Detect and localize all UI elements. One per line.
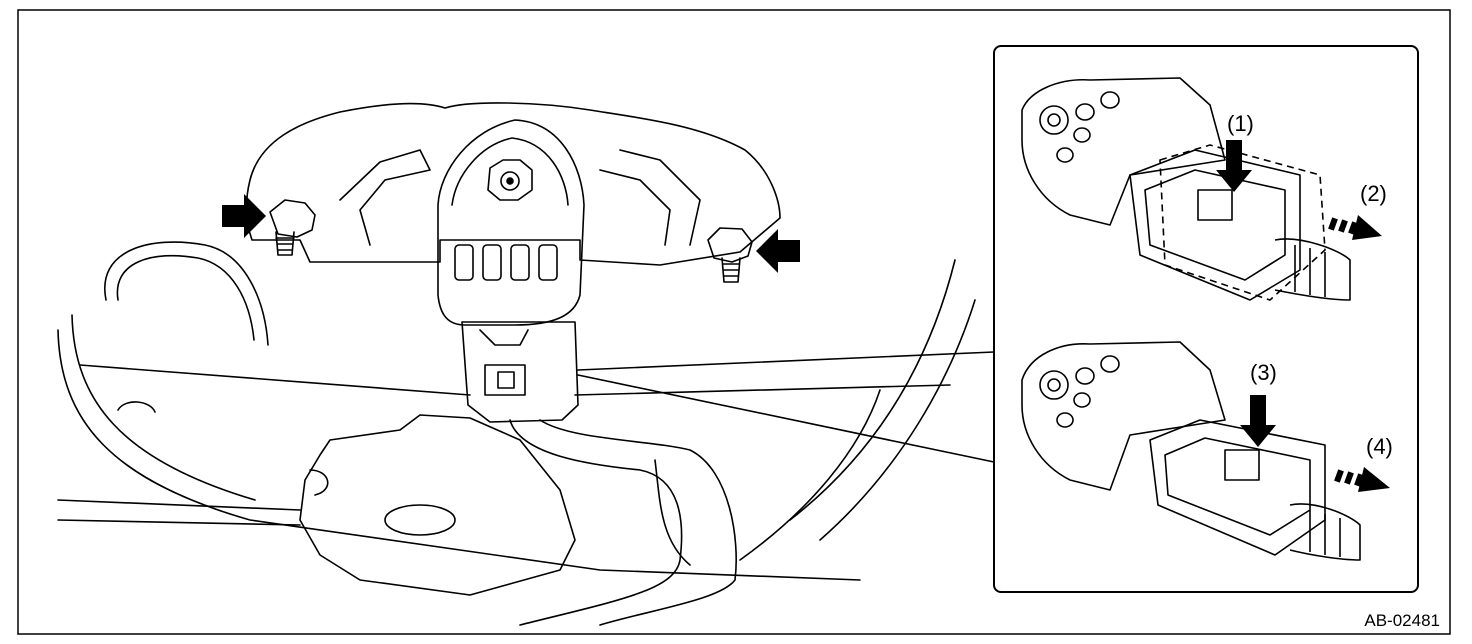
right-bolt-thread [721, 257, 741, 283]
body-line-left-arc [104, 241, 269, 346]
sensor-body [437, 119, 585, 326]
bracket-inner-rib-right [599, 149, 701, 246]
lower-bracket [299, 414, 576, 596]
arrow-left-icon [756, 229, 800, 273]
inset-bottom-hole-5 [1056, 412, 1074, 428]
main-connector-detail [479, 329, 529, 346]
inset-top-illustration [1021, 77, 1351, 301]
left-bolt-head [269, 199, 316, 238]
inset-top-sensor-housing [1021, 77, 1226, 226]
arrow-right-icon [222, 194, 266, 238]
inset-top-hole-1-inner [1047, 113, 1061, 127]
body-line-floor-2 [71, 314, 256, 501]
inset-bottom-hole-1 [1039, 370, 1069, 400]
sensor-body-inner [451, 137, 569, 206]
body-line-tunnel-1 [79, 364, 471, 396]
right-bolt-head [707, 227, 753, 263]
callout-4: (4) [1366, 434, 1393, 459]
inset-bottom-sensor-housing [1021, 341, 1226, 491]
sensor-slot-2 [482, 244, 502, 281]
center-bolt [500, 171, 520, 191]
figure-reference: AB-02481 [1364, 611, 1440, 630]
body-line-tunnel-2 [574, 384, 951, 396]
inset-bottom-hole-1-inner [1047, 378, 1061, 392]
inset-bottom-hole-4 [1073, 392, 1091, 408]
inset-top-latch [1197, 189, 1233, 221]
leader-line-bottom [577, 374, 995, 463]
inset-top-hole-1 [1039, 105, 1069, 135]
center-nut [487, 159, 533, 201]
inset-bottom-latch [1224, 449, 1260, 481]
body-hole-left [117, 401, 156, 413]
arrow-down-icon [1216, 140, 1252, 192]
leader-line-top [577, 351, 995, 371]
body-line-right-3 [739, 389, 881, 561]
inset-top-hole-2 [1075, 103, 1095, 121]
callout-1: (1) [1227, 111, 1254, 136]
inset-bottom-illustration [1021, 341, 1361, 561]
callout-2: (2) [1360, 181, 1387, 206]
inset-top-dashed-outline [1159, 144, 1326, 301]
lower-bracket-hole [384, 504, 456, 536]
body-line-floor-1 [57, 329, 861, 581]
body-line-left-arc-inner [116, 254, 255, 341]
inset-top-hole-3 [1100, 91, 1120, 109]
callout-3: (3) [1250, 360, 1277, 385]
inset-frame [993, 45, 1419, 593]
main-view [57, 102, 995, 626]
center-bolt-core [506, 177, 514, 185]
wire-harness-2 [539, 419, 737, 626]
inset-bottom-hole-3 [1100, 355, 1120, 373]
inset-bottom-hole-2 [1075, 367, 1095, 385]
sensor-bracket [245, 102, 781, 266]
outer-frame [17, 9, 1451, 635]
main-connector-tab [497, 371, 515, 389]
sensor-slot-3 [510, 244, 530, 281]
bracket-inner-rib-left [339, 149, 431, 246]
sensor-slot-4 [538, 244, 558, 281]
arrow-down-icon [1240, 395, 1276, 447]
body-line-right-1 [789, 259, 956, 521]
main-connector [461, 321, 579, 423]
dashed-arrow-right-icon [1328, 215, 1382, 240]
inset-top-hole-5 [1056, 147, 1074, 163]
body-line-right-2 [819, 299, 976, 541]
lower-bracket-edge [309, 469, 329, 496]
wire-harness-1 [509, 419, 683, 626]
left-bolt-thread [275, 231, 295, 256]
main-connector-latch [484, 364, 526, 396]
inset-top-hole-4 [1073, 127, 1091, 143]
body-line-bottom [57, 499, 301, 526]
inset-top-connector-inner [1144, 169, 1286, 281]
wire-harness-3 [654, 459, 691, 566]
inset-bottom-boot [1289, 503, 1361, 561]
sensor-slot-1 [454, 244, 474, 281]
inset-top-boot [1274, 238, 1351, 301]
dashed-arrow-right-icon [1334, 467, 1390, 492]
